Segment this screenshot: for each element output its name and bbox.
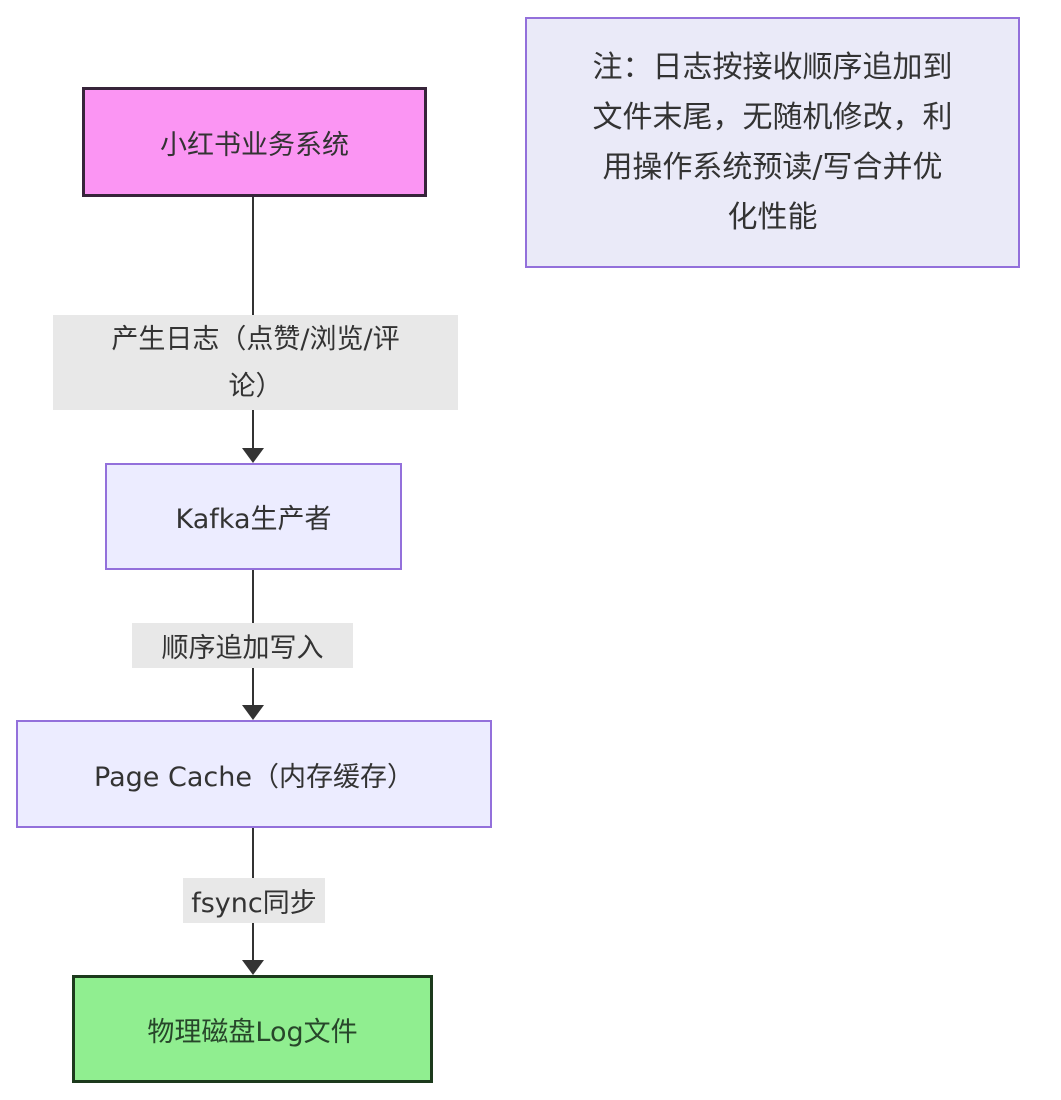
note-line: 用操作系统预读/写合并优 xyxy=(602,149,943,185)
arrowhead-down-icon xyxy=(242,705,264,720)
node-kafka-producer: Kafka生产者 xyxy=(105,463,402,570)
node-page-cache: Page Cache（内存缓存） xyxy=(16,720,492,828)
note-line: 文件末尾，无随机修改，利 xyxy=(592,99,953,135)
edge-label-append: 顺序追加写入 xyxy=(132,623,353,668)
note-line: 注：日志按接收顺序追加到 xyxy=(592,49,953,85)
edge-label-produce-line: 产生日志（点赞/浏览/评 xyxy=(111,323,400,355)
arrowhead-down-icon xyxy=(242,448,264,463)
edge-label-produce-line: 论） xyxy=(228,370,283,402)
note-box: 注：日志按接收顺序追加到 文件末尾，无随机修改，利 用操作系统预读/写合并优 化… xyxy=(525,17,1020,268)
arrowhead-down-icon xyxy=(242,960,264,975)
edge-label-append-text: 顺序追加写入 xyxy=(161,633,324,664)
node-page-cache-label: Page Cache（内存缓存） xyxy=(94,761,414,793)
node-business-system: 小红书业务系统 xyxy=(82,87,427,197)
edge-label-fsync-text: fsync同步 xyxy=(191,888,317,919)
node-kafka-producer-label: Kafka生产者 xyxy=(175,504,332,535)
node-disk-log-file: 物理磁盘Log文件 xyxy=(72,975,433,1083)
edge-label-fsync: fsync同步 xyxy=(183,878,325,923)
node-business-system-label: 小红书业务系统 xyxy=(160,129,349,161)
node-disk-log-file-label: 物理磁盘Log文件 xyxy=(147,1016,358,1048)
note-line: 化性能 xyxy=(727,199,818,235)
edge-label-produce: 产生日志（点赞/浏览/评 论） xyxy=(53,315,458,410)
